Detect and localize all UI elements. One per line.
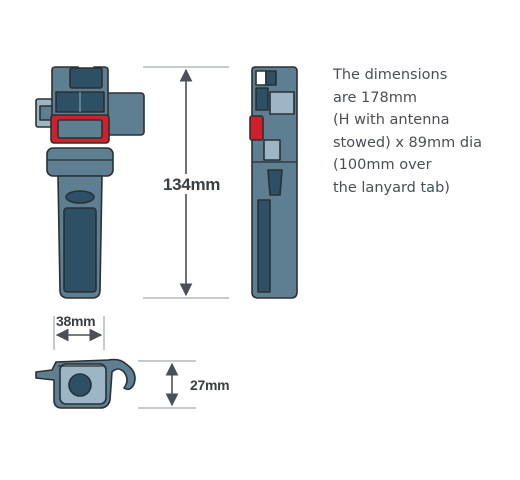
device-side-view bbox=[249, 66, 298, 299]
depth-dimension-label: 27mm bbox=[190, 377, 230, 393]
width-dimension bbox=[53, 316, 105, 350]
description-line: stowed) x 89mm dia bbox=[333, 134, 482, 151]
description-line: (100mm over bbox=[333, 157, 432, 173]
height-dimension-label: 134mm bbox=[163, 175, 221, 194]
description-line: are 178mm bbox=[333, 89, 417, 106]
device-bottom-view bbox=[35, 358, 136, 409]
description-line: (H with antenna bbox=[333, 112, 450, 128]
description-line: The dimensions bbox=[333, 67, 448, 83]
depth-dimension bbox=[138, 360, 196, 409]
width-dimension-label: 38mm bbox=[56, 313, 96, 329]
dimensions-description: The dimensions are 178mm (H with antenna… bbox=[333, 64, 513, 199]
device-front-view bbox=[35, 66, 145, 299]
description-line: the lanyard tab) bbox=[333, 179, 450, 196]
height-dimension bbox=[143, 66, 229, 299]
